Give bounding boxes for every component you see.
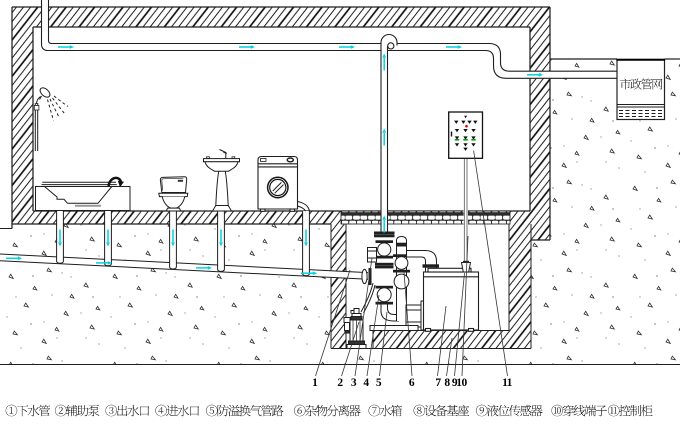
svg-text:2: 2 <box>337 377 343 389</box>
svg-text:8: 8 <box>444 377 450 389</box>
svg-text:10: 10 <box>456 377 467 389</box>
svg-text:1: 1 <box>312 377 318 389</box>
svg-text:11: 11 <box>502 377 513 389</box>
svg-text:5: 5 <box>376 377 382 389</box>
svg-text:3: 3 <box>351 377 357 389</box>
svg-text:4: 4 <box>363 377 369 389</box>
svg-text:7: 7 <box>435 377 441 389</box>
svg-text:6: 6 <box>409 377 415 389</box>
svg-text:9: 9 <box>452 377 458 389</box>
